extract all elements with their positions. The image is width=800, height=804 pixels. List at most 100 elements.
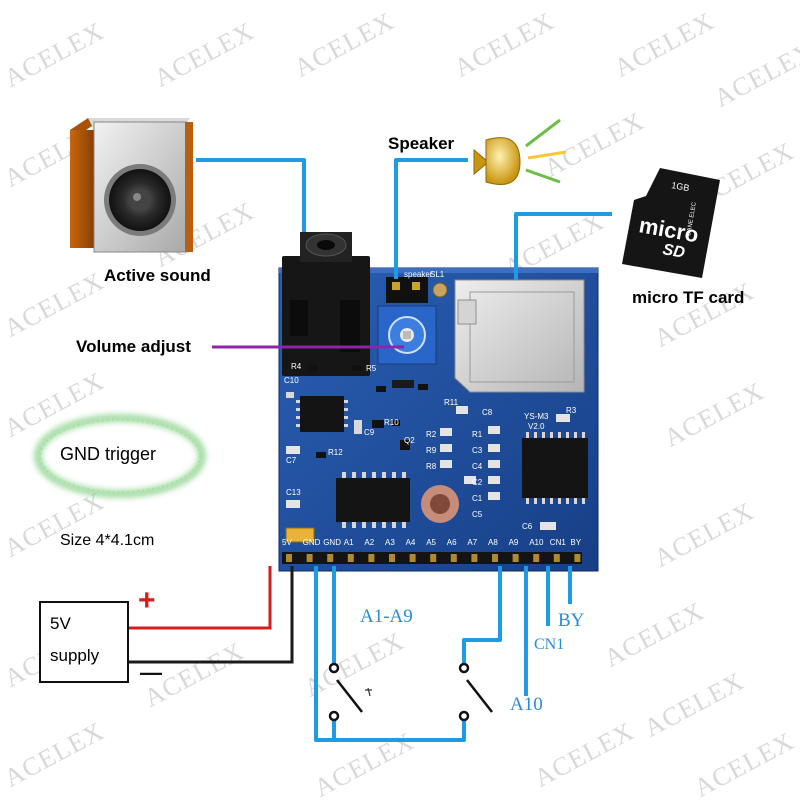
pin-a1 (347, 554, 354, 562)
pin-label-a8: A8 (488, 538, 498, 547)
label-micro-tf-card: micro TF card (632, 288, 745, 307)
silk-version: V2.0 (528, 422, 545, 431)
silk-c4: C4 (472, 462, 483, 471)
label-volume-adjust: Volume adjust (76, 337, 191, 356)
label-by: BY (558, 610, 585, 631)
micro-sd-card-icon: 1GB micro SD DANE ELEC (622, 168, 720, 278)
silk-c1: C1 (472, 494, 483, 503)
pin-label-a10: A10 (529, 538, 544, 547)
switch-mark (365, 687, 372, 697)
pin-a2 (368, 554, 375, 562)
wire-gnd-bus (314, 566, 466, 742)
pin-gnd (306, 554, 313, 562)
tf-card-slot (454, 279, 585, 393)
pin-a3 (389, 554, 395, 562)
label-plus: + (138, 584, 156, 617)
pin-label-a4: A4 (405, 538, 416, 547)
active-speaker-icon (70, 118, 193, 253)
switch-a1-icon (328, 662, 363, 722)
supply-label-line2: supply (50, 646, 100, 665)
ic-chip-left (296, 396, 348, 432)
silk-r10: R10 (384, 418, 399, 427)
pin-a7 (471, 554, 478, 562)
pin-label-a2: A2 (364, 538, 375, 547)
speaker-pin-header (386, 277, 448, 303)
silk-r2: R2 (426, 430, 437, 439)
silk-r4: R4 (291, 362, 302, 371)
pin-label-a5: A5 (426, 538, 436, 547)
silk-c2: C2 (472, 478, 483, 487)
silk-r9: R9 (426, 446, 437, 455)
pin-a5 (430, 554, 437, 562)
label-gnd-trigger: GND trigger (60, 444, 157, 464)
label-minus: — (140, 660, 162, 685)
silk-speaker: speaker (404, 270, 433, 279)
wire-speaker (394, 158, 468, 279)
ic-chip-center (336, 472, 410, 528)
silk-q2: Q2 (404, 436, 415, 445)
wire-tf-card (514, 212, 612, 280)
wire-negative (128, 566, 294, 664)
silk-r1: R1 (472, 430, 483, 439)
pin-a9 (512, 554, 519, 562)
pin-a4 (409, 554, 416, 562)
pin-label-5v: 5V (282, 538, 292, 547)
audio-jack-icon (282, 232, 370, 376)
pin-cn1 (553, 554, 560, 562)
silk-c9: C9 (364, 428, 375, 437)
label-a1-a9: A1-A9 (360, 606, 413, 627)
silk-r11: R11 (444, 398, 459, 407)
pin-by (574, 554, 581, 562)
silk-r8: R8 (426, 462, 437, 471)
silk-r12: R12 (328, 448, 343, 457)
pin-label-a6: A6 (446, 538, 457, 547)
silk-c3: C3 (472, 446, 483, 455)
silk-model: YS-M3 (524, 412, 549, 421)
label-size: Size 4*4.1cm (60, 532, 155, 549)
pin-label-by: BY (570, 538, 582, 547)
pin-label-a7: A7 (467, 538, 478, 547)
power-supply-box (39, 601, 129, 683)
silk-c10: C10 (284, 376, 299, 385)
label-cn1: CN1 (534, 636, 565, 653)
pin-label-cn1: CN1 (549, 538, 566, 547)
blue-wires (196, 158, 612, 742)
pin-a10 (533, 554, 540, 562)
pin-label-gnd: GND (323, 538, 341, 547)
gnd-trigger-glow (34, 414, 206, 498)
silk-c6: C6 (522, 522, 533, 531)
pin-header-strip (282, 552, 582, 564)
smd-components (286, 365, 570, 530)
wire-a9 (462, 566, 502, 666)
sd-card-maker: DANE ELEC (686, 201, 698, 236)
wire-positive (128, 566, 272, 630)
pin-gnd (327, 554, 334, 562)
silk-c7: C7 (286, 456, 297, 465)
silk-sl1: SL1 (430, 270, 445, 279)
silk-c5: C5 (472, 510, 483, 519)
silk-c8: C8 (482, 408, 493, 417)
silk-c13: C13 (286, 488, 301, 497)
label-active-sound: Active sound (104, 266, 211, 285)
speaker-horn-icon (473, 118, 567, 185)
pin-5v (286, 554, 292, 562)
wire-active-sound (196, 158, 306, 232)
tantalum-capacitor (285, 527, 315, 543)
pin-label-a9: A9 (508, 538, 519, 547)
silk-r5: R5 (366, 364, 377, 373)
pin-a6 (450, 554, 457, 562)
pin-label-gnd: GND (302, 538, 321, 547)
sd-card-capacity: 1GB (671, 180, 690, 193)
sd-card-logo: SD (661, 241, 686, 262)
volume-potentiometer (377, 305, 437, 365)
supply-label-line1: 5V (50, 614, 71, 633)
silk-r3: R3 (566, 406, 577, 415)
pin-label-a3: A3 (385, 538, 395, 547)
label-a10: A10 (510, 694, 543, 715)
label-speaker: Speaker (388, 134, 455, 153)
pin-label-a1: A1 (343, 538, 354, 547)
ic-chip-right (522, 432, 588, 504)
pin-a8 (492, 554, 498, 562)
